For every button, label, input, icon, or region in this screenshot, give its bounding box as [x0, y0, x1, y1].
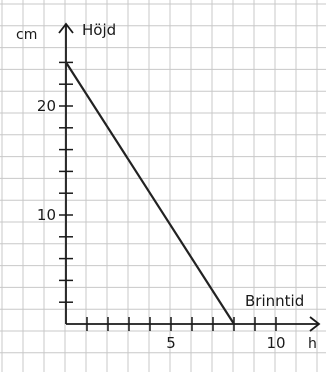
- y-tick-label: 10: [37, 206, 56, 224]
- x-axis-label: Brinntid: [245, 292, 304, 310]
- series-group: [64, 61, 236, 326]
- y-tick-label: 20: [37, 97, 56, 115]
- y-axis-label: Höjd: [82, 21, 116, 39]
- y-axis-arrow: [58, 22, 74, 34]
- tick-labels: 5 10 10 20: [37, 97, 286, 352]
- x-axis-arrow: [309, 316, 321, 332]
- y-axis-unit: cm: [16, 27, 37, 43]
- x-axis-unit: h: [308, 336, 317, 352]
- series-line: [64, 61, 236, 326]
- x-tick-label: 5: [166, 334, 176, 352]
- x-tick-label: 10: [266, 334, 285, 352]
